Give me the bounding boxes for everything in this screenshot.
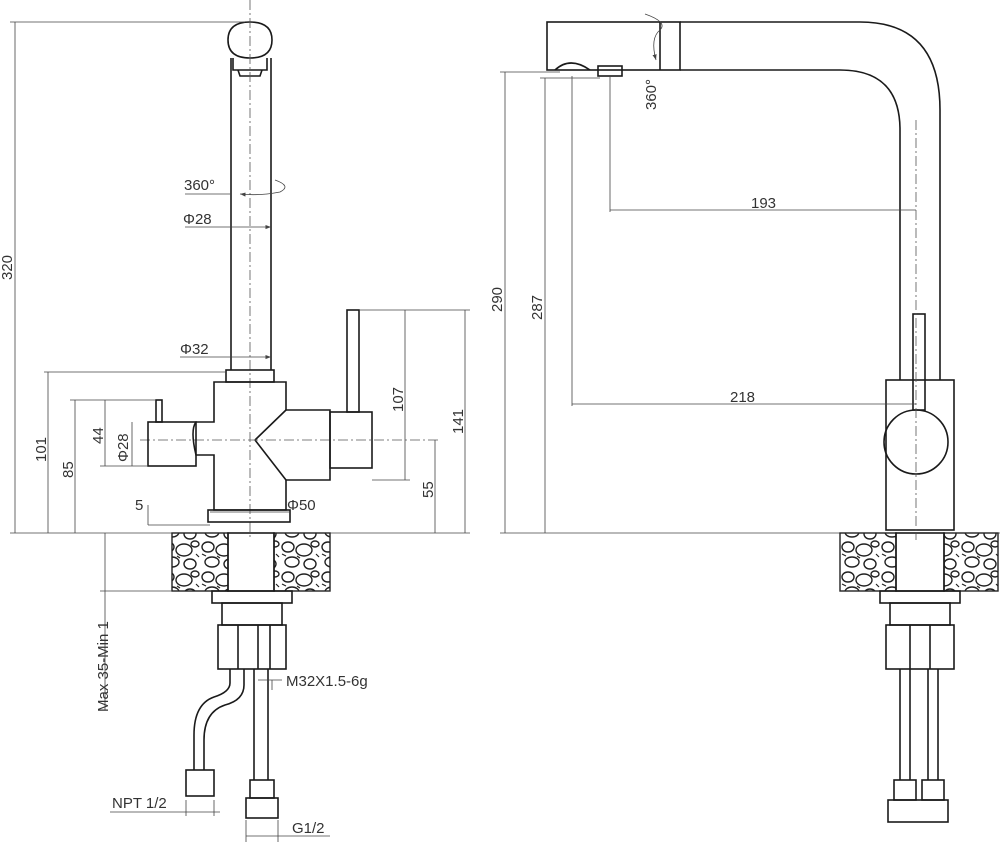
label-lever-gap: 44: [90, 427, 107, 444]
spout-arc: [680, 21, 941, 380]
label-reach-outer: 218: [730, 389, 755, 406]
worktop-section-left: [171, 532, 229, 592]
label-handle-diameter: Φ28: [115, 433, 132, 462]
front-view: 360° Φ28 Φ32 Φ50 5 320 101 85 44 Φ28 107…: [0, 0, 470, 842]
label-outlet-height: 101: [33, 437, 50, 462]
mixer-handle-side: [912, 313, 926, 411]
label-lever-height: 85: [60, 461, 77, 478]
spout-tube: [230, 58, 272, 370]
rotation-arrow-front: [185, 179, 286, 197]
label-base-diameter: Φ50: [287, 497, 316, 514]
label-thread: M32X1.5-6g: [286, 673, 368, 690]
mounting-nut-side: [885, 624, 955, 670]
label-handle-height: 107: [390, 387, 407, 412]
label-spout-diameter: Φ28: [183, 211, 212, 228]
side-view: 360° 290 287 193 218: [489, 13, 1000, 823]
hoses-side: [887, 669, 949, 823]
base-flange-front: [207, 509, 291, 523]
label-reach-inner: 193: [751, 195, 776, 212]
mounting-nut-front: [217, 624, 287, 670]
filter-lever-front: [147, 399, 197, 467]
label-hose-npt: NPT 1/2: [112, 795, 167, 812]
dimensions-side: [500, 71, 916, 533]
dimensions-front: [10, 21, 470, 842]
label-handle-axis: 55: [420, 481, 437, 498]
label-side-rotation: 360°: [643, 79, 660, 110]
mixer-handle-front: [329, 309, 373, 469]
label-side-aerator-height: 287: [529, 295, 546, 320]
label-base-offset: 5: [135, 497, 143, 514]
hoses-front: [185, 669, 279, 819]
label-body-diameter: Φ32: [180, 341, 209, 358]
worktop-section-right: [273, 532, 331, 592]
label-total-height: 320: [0, 255, 16, 280]
rotation-arrow-side: [644, 13, 663, 61]
label-mount-range: Max 35-Min 1: [95, 621, 112, 712]
worktop-section-side-right: [943, 532, 999, 592]
worktop-section-side-left: [839, 532, 897, 592]
label-hose-g: G1/2: [292, 820, 325, 837]
tap-body-side: [885, 379, 955, 531]
label-side-outlet-height: 290: [489, 287, 506, 312]
label-front-rotation: 360°: [184, 177, 215, 194]
shank-front: [227, 532, 275, 592]
label-handle-total: 141: [450, 409, 467, 434]
